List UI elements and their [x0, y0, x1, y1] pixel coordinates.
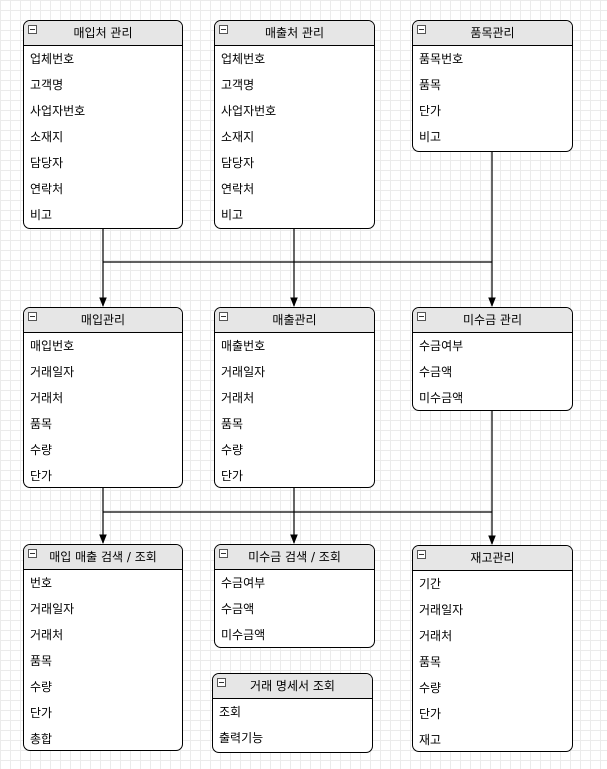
- entity-field: 기간: [419, 577, 442, 591]
- entity-field: 업체번호: [221, 52, 266, 66]
- entity-title: 매입관리: [80, 313, 126, 327]
- collapse-icon[interactable]: [219, 312, 228, 321]
- entity-field: 거래처: [30, 628, 64, 642]
- entity-title: 품목관리: [470, 26, 515, 40]
- entity-field: 수금액: [419, 365, 453, 379]
- collapse-icon[interactable]: [219, 25, 228, 34]
- entity-field: 매출번호: [221, 339, 266, 353]
- entity-field: 조회: [219, 705, 242, 719]
- collapse-icon[interactable]: [28, 549, 37, 558]
- entity-field: 비고: [419, 130, 442, 144]
- entity-field: 재고: [419, 733, 442, 747]
- entity-title: 미수금 관리: [462, 313, 522, 327]
- entity-field: 고객명: [221, 78, 255, 92]
- entity-field: 품목: [221, 417, 244, 431]
- entity-purchase-vendor[interactable]: 매입처 관리 업체번호 고객명 사업자번호 소재지 담당자 연락처 비고: [23, 20, 183, 229]
- entity-title: 매출처 관리: [264, 26, 324, 40]
- entity-field: 번호: [30, 576, 53, 590]
- entity-field: 거래일자: [419, 603, 464, 617]
- entity-field: 매입번호: [30, 339, 75, 353]
- entity-header[interactable]: 매입관리: [24, 308, 182, 333]
- entity-field: 비고: [221, 208, 244, 222]
- entity-field: 단가: [30, 706, 53, 720]
- entity-field: 품목번호: [419, 52, 464, 66]
- entity-header[interactable]: 재고관리: [413, 546, 572, 571]
- entity-field: 수량: [419, 681, 442, 695]
- entity-title: 미수금 검색 / 조회: [248, 550, 341, 564]
- entity-receivable-search[interactable]: 미수금 검색 / 조회 수금여부 수금액 미수금액: [214, 544, 375, 648]
- entity-purchase-sales-search[interactable]: 매입 매출 검색 / 조회 번호 거래일자 거래처 품목 수량 단가 총합: [23, 544, 183, 751]
- entity-field: 연락처: [221, 182, 255, 196]
- entity-header[interactable]: 매입처 관리: [24, 21, 182, 46]
- entity-header[interactable]: 거래 명세서 조회: [213, 674, 372, 699]
- entity-field: 총합: [30, 732, 53, 746]
- entity-title: 거래 명세서 조회: [250, 679, 335, 693]
- entity-item[interactable]: 품목관리 품목번호 품목 단가 비고: [412, 20, 573, 152]
- collapse-icon[interactable]: [417, 550, 426, 559]
- entity-header[interactable]: 미수금 관리: [413, 308, 572, 333]
- entity-field: 거래일자: [221, 365, 266, 379]
- collapse-icon[interactable]: [417, 25, 426, 34]
- entity-field: 출력기능: [219, 731, 264, 745]
- entity-title: 매입 매출 검색 / 조회: [49, 550, 157, 564]
- entity-header[interactable]: 매출관리: [215, 308, 374, 333]
- entity-field: 미수금액: [419, 391, 464, 405]
- entity-field: 품목: [30, 654, 53, 668]
- entity-field: 소재지: [221, 130, 255, 144]
- entity-receivable[interactable]: 미수금 관리 수금여부 수금액 미수금액: [412, 307, 573, 411]
- entity-title: 재고관리: [470, 551, 515, 565]
- entity-field: 단가: [221, 469, 244, 483]
- entity-field: 고객명: [30, 78, 64, 92]
- collapse-icon[interactable]: [28, 312, 37, 321]
- entity-statement[interactable]: 거래 명세서 조회 조회 출력기능: [212, 673, 373, 753]
- entity-field: 비고: [30, 208, 53, 222]
- entity-purchase[interactable]: 매입관리 매입번호 거래일자 거래처 품목 수량 단가: [23, 307, 183, 488]
- entity-title: 매입처 관리: [73, 26, 133, 40]
- entity-field: 단가: [30, 469, 53, 483]
- collapse-icon[interactable]: [417, 312, 426, 321]
- entity-field: 거래일자: [30, 602, 75, 616]
- collapse-icon[interactable]: [219, 549, 228, 558]
- entity-field: 사업자번호: [221, 104, 277, 118]
- entity-field: 거래일자: [30, 365, 75, 379]
- entity-header[interactable]: 미수금 검색 / 조회: [215, 545, 374, 570]
- entity-field: 품목: [419, 655, 442, 669]
- entity-field: 담당자: [30, 156, 64, 170]
- entity-field: 품목: [30, 417, 53, 431]
- entity-field: 수금여부: [221, 576, 266, 590]
- entity-sales-vendor[interactable]: 매출처 관리 업체번호 고객명 사업자번호 소재지 담당자 연락처 비고: [214, 20, 375, 229]
- entity-field: 수량: [30, 680, 53, 694]
- entity-field: 수량: [30, 443, 53, 457]
- entity-field: 사업자번호: [30, 104, 86, 118]
- entity-sales[interactable]: 매출관리 매출번호 거래일자 거래처 품목 수량 단가: [214, 307, 375, 488]
- entity-field: 미수금액: [221, 628, 266, 642]
- entity-field: 수량: [221, 443, 244, 457]
- entity-header[interactable]: 매입 매출 검색 / 조회: [24, 545, 182, 570]
- entity-field: 수금액: [221, 602, 255, 616]
- entity-field: 소재지: [30, 130, 64, 144]
- entity-field: 담당자: [221, 156, 255, 170]
- collapse-icon[interactable]: [217, 678, 226, 687]
- entity-inventory[interactable]: 재고관리 기간 거래일자 거래처 품목 수량 단가 재고: [412, 545, 573, 752]
- entity-field: 품목: [419, 78, 442, 92]
- entity-field: 거래처: [221, 391, 255, 405]
- entity-field: 업체번호: [30, 52, 75, 66]
- entity-field: 단가: [419, 707, 442, 721]
- entity-field: 단가: [419, 104, 442, 118]
- entity-header[interactable]: 매출처 관리: [215, 21, 374, 46]
- entity-field: 연락처: [30, 182, 64, 196]
- entity-field: 수금여부: [419, 339, 464, 353]
- entity-field: 거래처: [30, 391, 64, 405]
- entity-title: 매출관리: [272, 313, 317, 327]
- entity-field: 거래처: [419, 629, 453, 643]
- collapse-icon[interactable]: [28, 25, 37, 34]
- entity-header[interactable]: 품목관리: [413, 21, 572, 46]
